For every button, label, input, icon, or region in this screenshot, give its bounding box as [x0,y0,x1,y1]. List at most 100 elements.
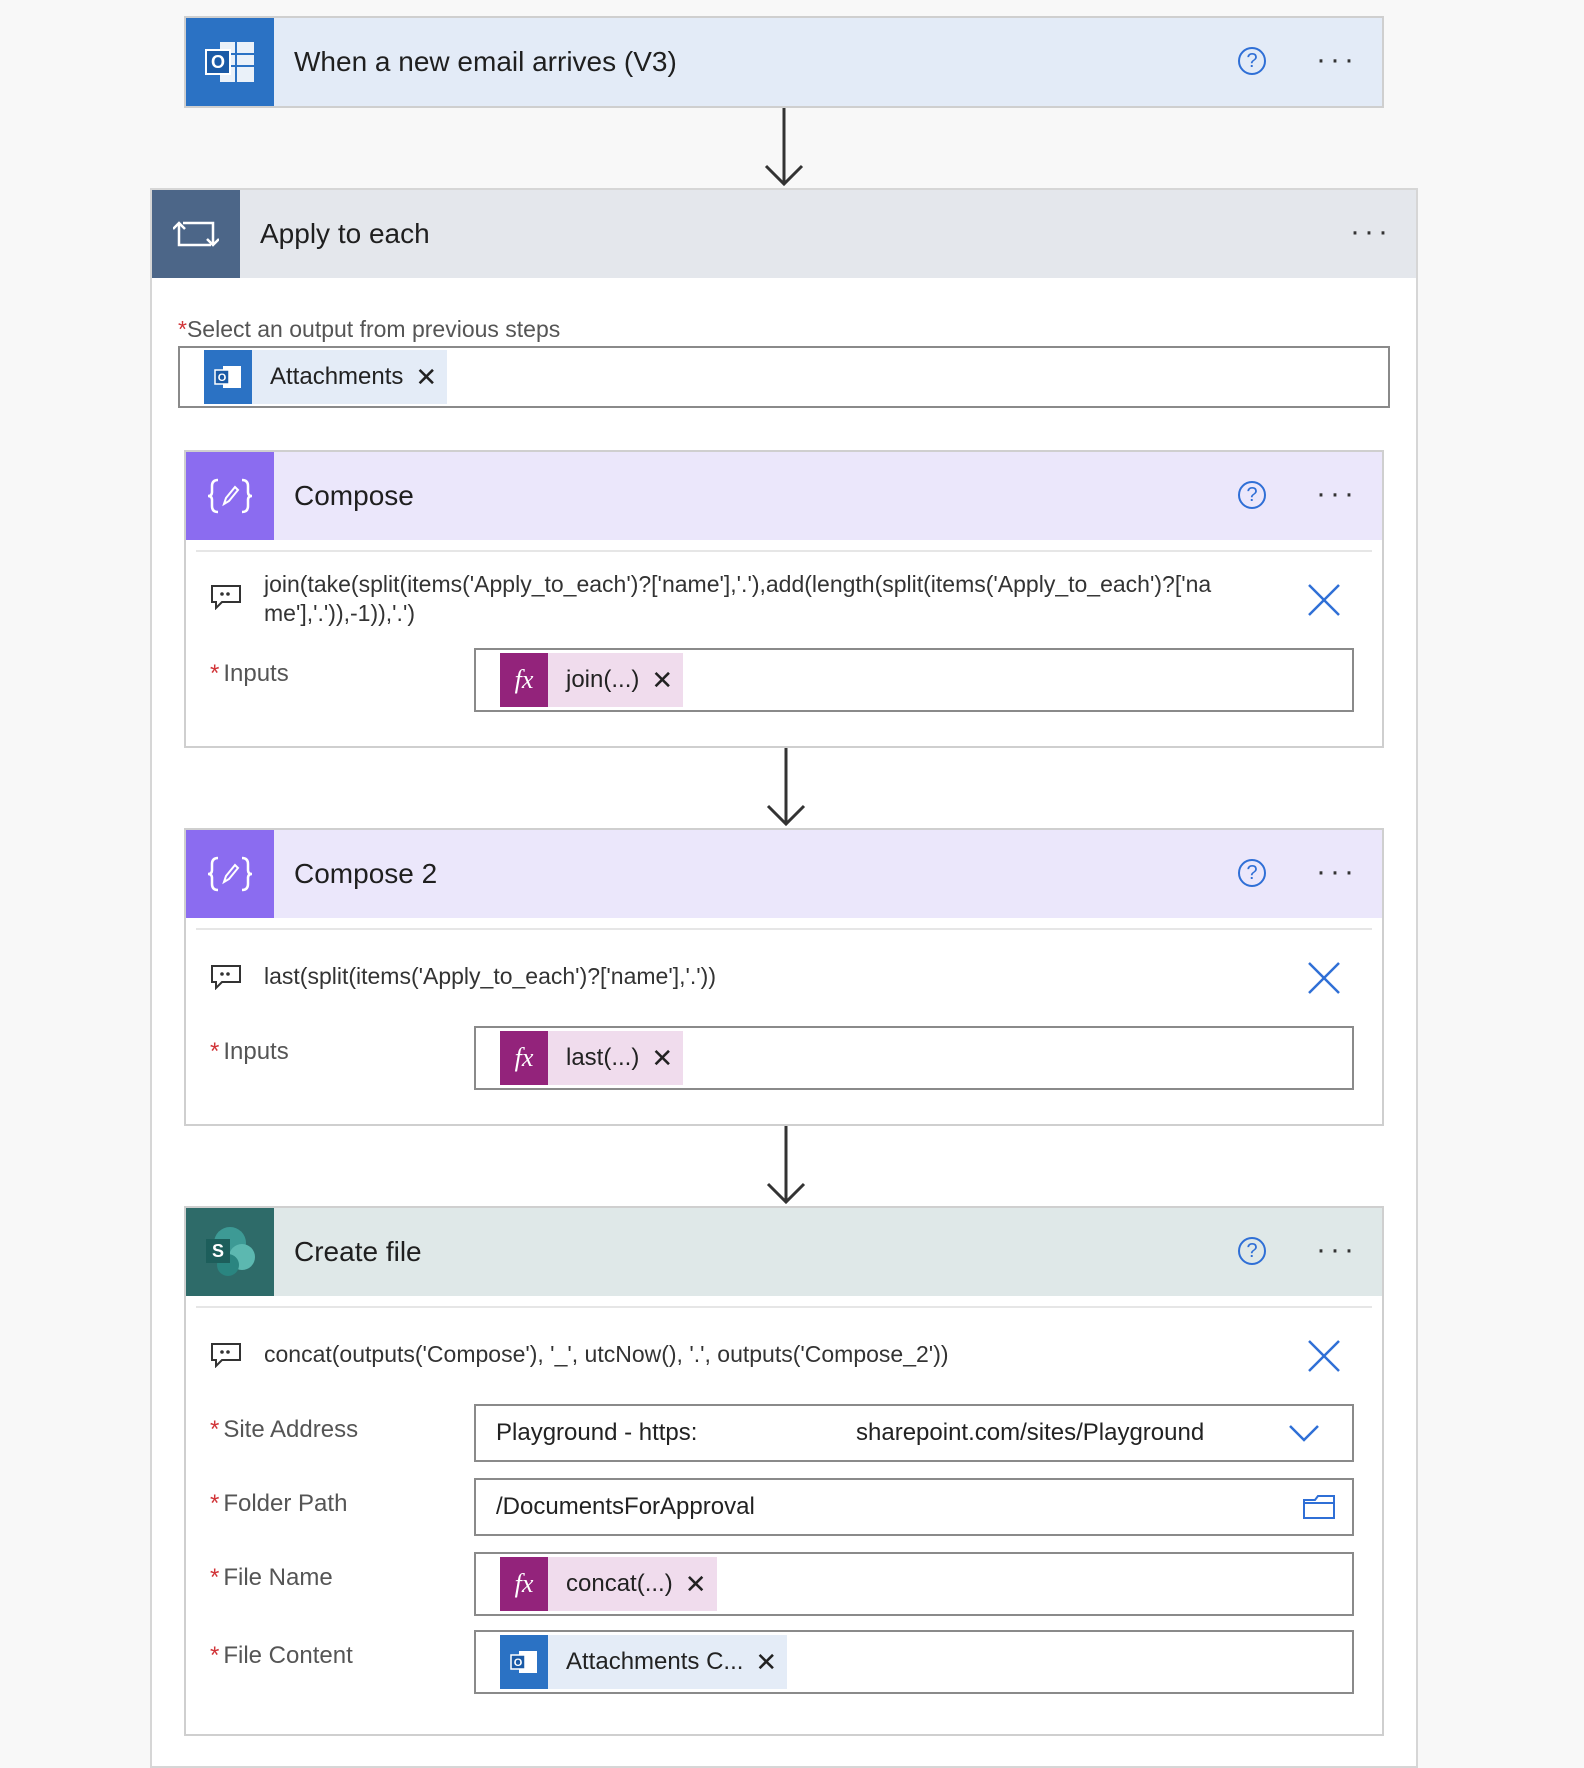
inputs-label-text: Inputs [223,660,289,687]
file-name-label-text: File Name [223,1564,333,1591]
help-icon[interactable]: ? [1238,859,1266,887]
select-output-label-text: Select an output from previous steps [186,316,561,342]
apply-to-each-card[interactable]: Apply to each ··· *Select an output from… [150,188,1418,1768]
attachments-content-token[interactable]: O Attachments C... ✕ [500,1635,788,1689]
create-file-expression: concat(outputs('Compose'), '_', utcNow()… [264,1341,949,1367]
inputs-label: *Inputs [210,1038,289,1066]
flow-arrow-icon [766,748,806,827]
comment-icon [211,965,241,990]
compose-2-header[interactable]: Compose 2 ? ··· [186,830,1382,918]
outlook-icon: O [204,350,252,404]
site-address-select[interactable]: Playground - https: sharepoint.com/sites… [474,1404,1354,1462]
required-mark: * [210,1416,220,1443]
remove-token-icon[interactable]: ✕ [755,1647,778,1677]
folder-path-label: *Folder Path [210,1490,347,1518]
folder-path-input[interactable]: /DocumentsForApproval [474,1478,1354,1536]
site-address-label-text: Site Address [223,1416,359,1443]
help-icon[interactable]: ? [1238,481,1266,509]
remove-token-icon[interactable]: ✕ [651,1043,674,1073]
required-mark: * [210,1642,220,1669]
apply-header[interactable]: Apply to each ··· [152,190,1416,278]
folder-path-label-text: Folder Path [223,1490,348,1517]
remove-token-icon[interactable]: ✕ [415,362,438,392]
more-options-icon[interactable]: ··· [1350,215,1392,248]
help-icon[interactable]: ? [1238,47,1266,75]
required-mark: * [210,660,220,687]
inputs-label: *Inputs [210,660,289,688]
comment-icon [211,1343,241,1368]
file-content-field[interactable]: O Attachments C... ✕ [474,1630,1354,1694]
trigger-title[interactable]: When a new email arrives (V3) [294,46,677,77]
fx-icon: fx [500,1557,548,1611]
last-token[interactable]: fx last(...) ✕ [500,1031,684,1085]
compose-2-title[interactable]: Compose 2 [294,858,438,889]
help-icon[interactable]: ? [1238,1237,1266,1265]
compose-expression: join(take(split(items('Apply_to_each')?[… [264,571,1212,626]
compose-card[interactable]: Compose ? ··· join(take(split(items('App… [184,450,1384,748]
trigger-header[interactable]: O When a new email arrives (V3) ? ··· [186,18,1382,106]
close-icon[interactable] [1306,582,1342,618]
compose-title[interactable]: Compose [294,480,414,511]
svg-text:O: O [218,372,227,384]
svg-text:O: O [211,52,225,72]
fx-icon: fx [500,1031,548,1085]
required-mark: * [210,1490,220,1517]
token-label: Attachments [270,363,404,390]
compose-inputs-field[interactable]: fx join(...) ✕ [474,648,1354,712]
fx-icon-text: fx [514,1569,534,1598]
fx-icon-text: fx [514,665,534,694]
compose-icon [186,830,274,918]
required-mark: * [210,1038,220,1065]
chevron-down-icon[interactable] [1288,1422,1320,1444]
more-options-icon[interactable]: ··· [1316,1233,1358,1266]
attachments-token[interactable]: O Attachments ✕ [204,350,448,404]
file-name-label: *File Name [210,1564,333,1592]
inputs-label-text: Inputs [223,1038,289,1065]
create-file-title[interactable]: Create file [294,1236,422,1267]
sharepoint-icon: S [186,1208,274,1296]
compose-header[interactable]: Compose ? ··· [186,452,1382,540]
file-content-label: *File Content [210,1642,353,1670]
divider [196,1306,1372,1308]
sharepoint-letter: S [212,1241,224,1261]
remove-token-icon[interactable]: ✕ [684,1569,707,1599]
apply-title[interactable]: Apply to each [260,218,430,249]
compose-2-inputs-field[interactable]: fx last(...) ✕ [474,1026,1354,1090]
token-label: Attachments C... [566,1648,744,1675]
svg-text:O: O [514,1657,523,1669]
flow-arrow-icon [766,1126,806,1205]
loop-icon [152,190,240,278]
file-name-field[interactable]: fx concat(...) ✕ [474,1552,1354,1616]
token-label: concat(...) [566,1570,673,1597]
more-options-icon[interactable]: ··· [1316,477,1358,510]
folder-icon[interactable] [1302,1494,1336,1520]
select-output-label: *Select an output from previous steps [178,316,560,343]
site-address-value-a: Playground - https: [496,1419,698,1446]
divider [196,928,1372,930]
more-options-icon[interactable]: ··· [1316,855,1358,888]
compose-2-card[interactable]: Compose 2 ? ··· last(split(items('Apply_… [184,828,1384,1126]
close-icon[interactable] [1306,1338,1342,1374]
file-content-label-text: File Content [223,1642,353,1669]
outlook-icon: O [500,1635,548,1689]
divider [196,550,1372,552]
create-file-header[interactable]: S Create file ? ··· [186,1208,1382,1296]
join-token[interactable]: fx join(...) ✕ [500,653,684,707]
create-file-card[interactable]: S Create file ? ··· concat(outputs('Comp… [184,1206,1384,1736]
compose-2-expression: last(split(items('Apply_to_each')?['name… [264,963,717,989]
required-mark: * [210,1564,220,1591]
token-label: last(...) [566,1044,640,1071]
concat-token[interactable]: fx concat(...) ✕ [500,1557,717,1611]
token-label: join(...) [566,666,640,693]
close-icon[interactable] [1306,960,1342,996]
required-mark: * [178,316,187,342]
compose-icon [186,452,274,540]
site-address-value-b: sharepoint.com/sites/Playground [856,1419,1205,1446]
site-address-label: *Site Address [210,1416,358,1444]
flow-arrow-icon [764,108,804,187]
select-output-field[interactable]: O Attachments ✕ [178,346,1390,408]
folder-path-value: /DocumentsForApproval [496,1493,755,1520]
more-options-icon[interactable]: ··· [1316,43,1358,76]
trigger-card[interactable]: O When a new email arrives (V3) ? ··· [184,16,1384,108]
remove-token-icon[interactable]: ✕ [651,665,674,695]
